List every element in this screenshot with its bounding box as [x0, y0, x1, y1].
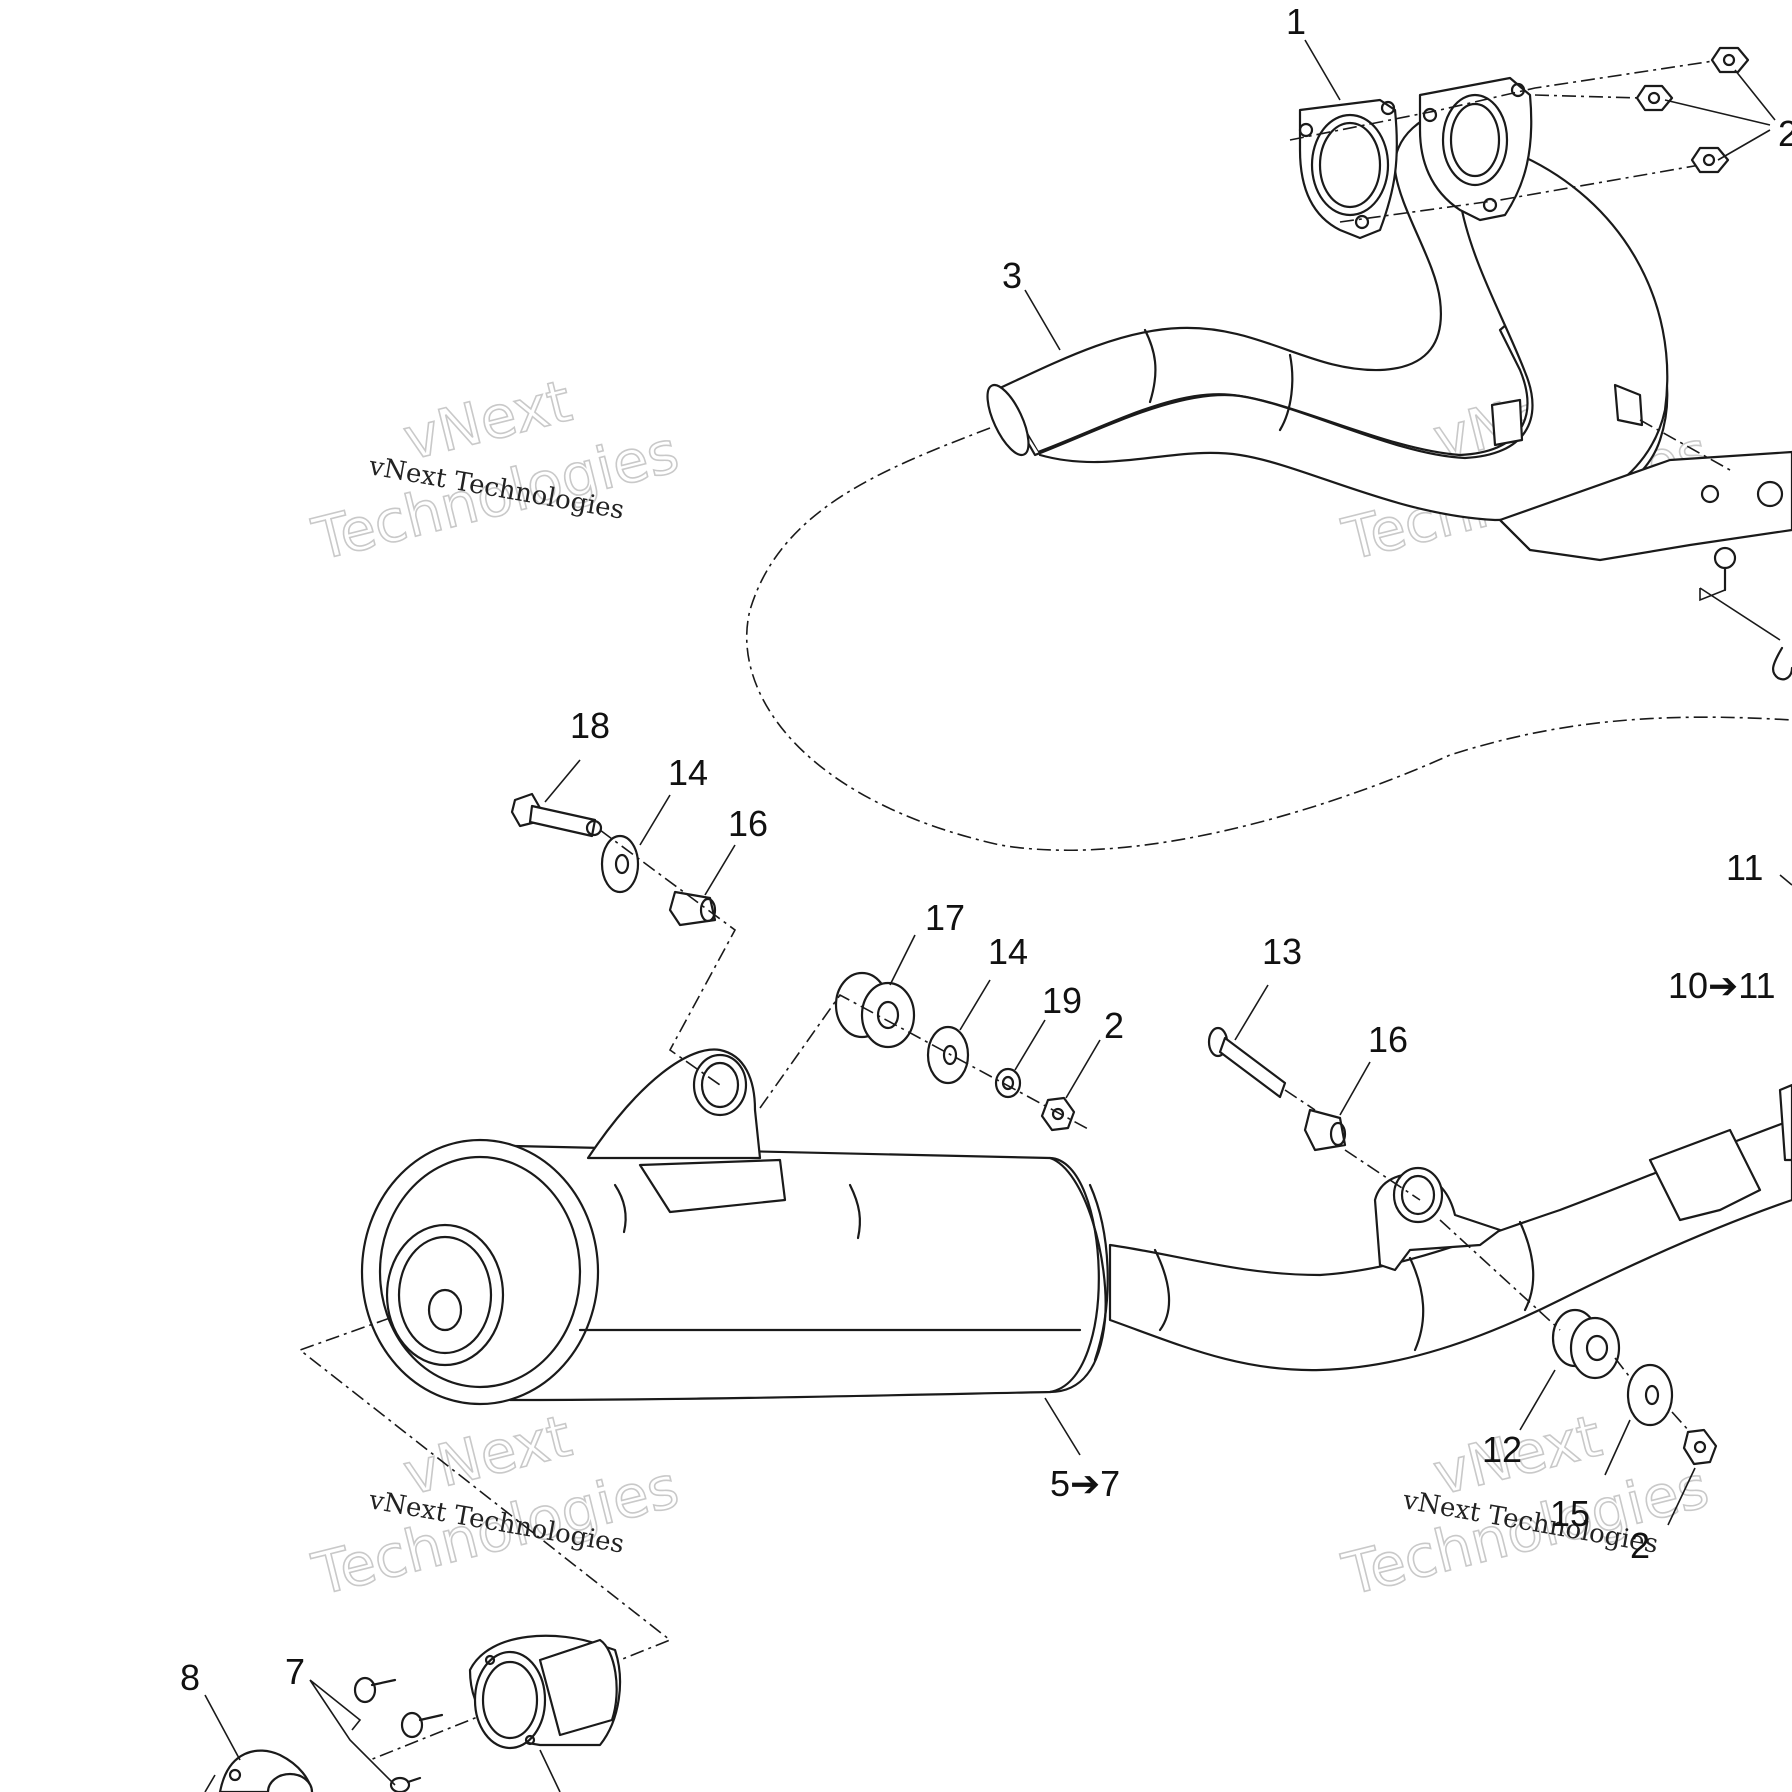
callout-11: 11 [1726, 847, 1763, 888]
callout-16-upper: 16 [728, 803, 768, 844]
leader-8 [204, 1694, 241, 1761]
leader-2-top [1664, 69, 1776, 161]
leader-5-7 [1044, 1397, 1081, 1456]
callout-3: 3 [1002, 255, 1022, 296]
callout-2-top: 2 [1778, 113, 1792, 154]
dashed-frame-loop [745, 427, 1792, 852]
lower-right-alignment [1439, 1219, 1691, 1433]
leader-14-middle [959, 979, 991, 1031]
shield-screw [1713, 546, 1737, 592]
callout-2-lower: 2 [1630, 1525, 1650, 1566]
nut-part-2-middle [1040, 1096, 1076, 1132]
callout-10-11: 10➔11 [1668, 965, 1776, 1006]
mid-pipe [1108, 1083, 1792, 1372]
spacer-part-16-upper [668, 890, 717, 927]
leader-15 [1604, 1419, 1631, 1476]
shield-bracket-line [1639, 419, 1731, 471]
leader-bottom-left [204, 1774, 216, 1792]
leader-shield-screw [1699, 587, 1781, 641]
watermark-group-bottom-left: vNext Technologies vNext Technologies [305, 1401, 686, 1610]
leader-3 [1024, 289, 1061, 351]
callout-5-7: 5➔7 [1050, 1463, 1120, 1504]
callout-17: 17 [925, 897, 965, 938]
leader-11 [1779, 874, 1792, 886]
callout-18: 18 [570, 705, 610, 746]
bolt-18-alignment [599, 829, 737, 1086]
spark-arrestor-insert [468, 1634, 622, 1750]
callout-19: 19 [1042, 980, 1082, 1021]
washer-part-14-upper [600, 834, 640, 894]
callout-14-upper: 14 [668, 752, 708, 793]
grommet-part-12 [1551, 1308, 1621, 1380]
watermark-group-top-left: vNext Technologies vNext Technologies [305, 366, 686, 575]
bolt-13-alignment [1284, 1089, 1421, 1201]
nut-part-2-lower [1682, 1428, 1718, 1466]
bolt-part-18 [510, 792, 603, 838]
callout-2-middle: 2 [1104, 1005, 1124, 1046]
muffler-end-alignment [298, 1317, 672, 1761]
leader-bottom [539, 1749, 561, 1792]
nut-top-1 [1710, 46, 1750, 74]
leader-2-lower [1667, 1467, 1696, 1526]
callout-16-right: 16 [1368, 1019, 1408, 1060]
callout-13: 13 [1262, 931, 1302, 972]
washer-part-15 [1626, 1363, 1674, 1427]
grommet-alignment [759, 993, 1091, 1131]
callout-15: 15 [1550, 1493, 1590, 1534]
watermark-group-bottom-right: vNext Technologies vNext Technologies [1335, 1401, 1716, 1610]
bolt-part-13 [1207, 1026, 1287, 1099]
callout-14-middle: 14 [988, 931, 1028, 972]
end-cap-part-8 [218, 1749, 314, 1792]
nut-top-3 [1690, 146, 1730, 174]
drop-icon [1772, 646, 1792, 681]
gasket-part-1 [1298, 98, 1398, 240]
callout-8: 8 [180, 1657, 200, 1698]
spacer-part-16-right [1303, 1108, 1347, 1152]
leader-2-middle [1065, 1039, 1101, 1099]
leader-17 [889, 934, 916, 986]
muffler [360, 1048, 1109, 1406]
leader-16-upper [704, 844, 736, 896]
screw-part-7-a [353, 1676, 397, 1704]
leader-13 [1234, 984, 1269, 1041]
screw-part-7-b [400, 1711, 444, 1739]
flange [1418, 76, 1533, 222]
screw-part-7-c [389, 1776, 422, 1792]
callout-7: 7 [285, 1651, 305, 1692]
leader-19 [1014, 1019, 1046, 1071]
gasket-alignment-line-1 [1289, 59, 1721, 141]
nut-top-2 [1635, 84, 1674, 112]
collar-part-19 [994, 1067, 1022, 1099]
leader-16-right [1339, 1061, 1371, 1116]
leader-14-upper [639, 794, 671, 846]
washer-part-14-middle [926, 1025, 970, 1085]
callout-12: 12 [1482, 1429, 1522, 1470]
leader-18 [544, 759, 581, 803]
callout-1: 1 [1286, 1, 1306, 42]
grommet-part-17 [834, 971, 916, 1049]
leader-1 [1304, 39, 1341, 101]
leader-7 [309, 1679, 396, 1786]
heat-shield [1490, 383, 1792, 562]
leader-12 [1519, 1369, 1556, 1431]
